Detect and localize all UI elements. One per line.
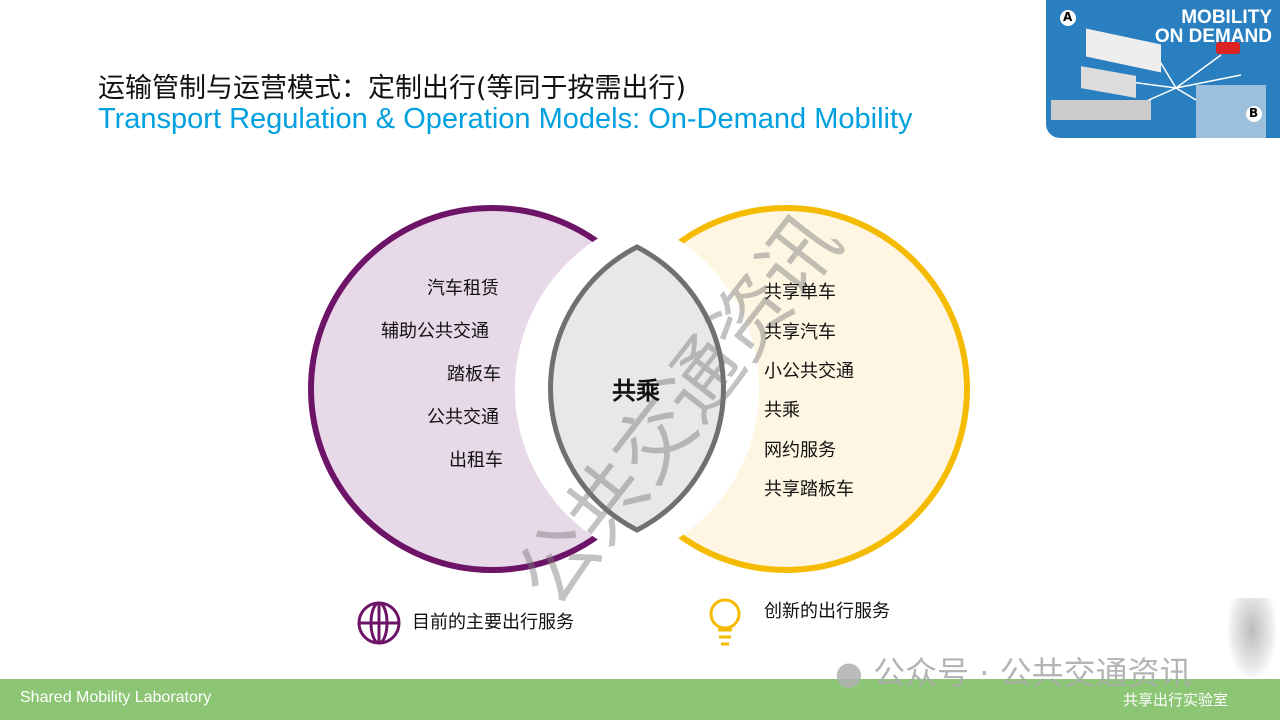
- left-item: 出租车: [449, 450, 503, 471]
- right-item: 小公共交通: [764, 361, 854, 382]
- left-item: 踏板车: [447, 364, 501, 385]
- legend-lightbulb-icon: [709, 598, 741, 646]
- venn-diagram: [308, 205, 970, 646]
- left-item: 汽车租赁: [427, 278, 499, 299]
- right-item: 网约服务: [764, 440, 836, 461]
- city-network-illustration: [1051, 10, 1266, 138]
- marker-a: A: [1063, 10, 1073, 24]
- legend-globe-icon: [357, 601, 401, 645]
- legend-right-label: 创新的出行服务: [764, 601, 890, 622]
- right-item: 共乘: [764, 400, 800, 421]
- hero-title-2: ON DEMAND: [1154, 26, 1272, 47]
- marker-b: B: [1249, 106, 1259, 120]
- right-item: 共享汽车: [764, 322, 836, 343]
- footer-bar: Shared Mobility Laboratory 共享出行实验室: [0, 679, 1280, 720]
- portrait-image: [1228, 598, 1276, 678]
- wechat-watermark: ● 公众号 · 公共交通资讯: [835, 648, 1192, 694]
- hero-title-1: MOBILITY: [1181, 7, 1272, 28]
- center-label: 共乘: [612, 376, 660, 405]
- title-english: Transport Regulation & Operation Models:…: [98, 103, 913, 135]
- right-item: 共享单车: [764, 282, 836, 303]
- left-item: 公共交通: [427, 407, 499, 428]
- legend-left-label: 目前的主要出行服务: [412, 612, 574, 633]
- wechat-watermark-text: 公众号 · 公共交通资讯: [873, 654, 1192, 692]
- center-lens: [548, 244, 726, 533]
- title-chinese: 运输管制与运营模式：定制出行(等同于按需出行): [98, 73, 687, 104]
- left-item: 辅助公共交通: [381, 321, 489, 342]
- right-item: 共享踏板车: [764, 479, 854, 500]
- wechat-icon: ●: [835, 654, 863, 692]
- footer-left: Shared Mobility Laboratory: [20, 689, 212, 706]
- footer-right: 共享出行实验室: [1122, 691, 1228, 709]
